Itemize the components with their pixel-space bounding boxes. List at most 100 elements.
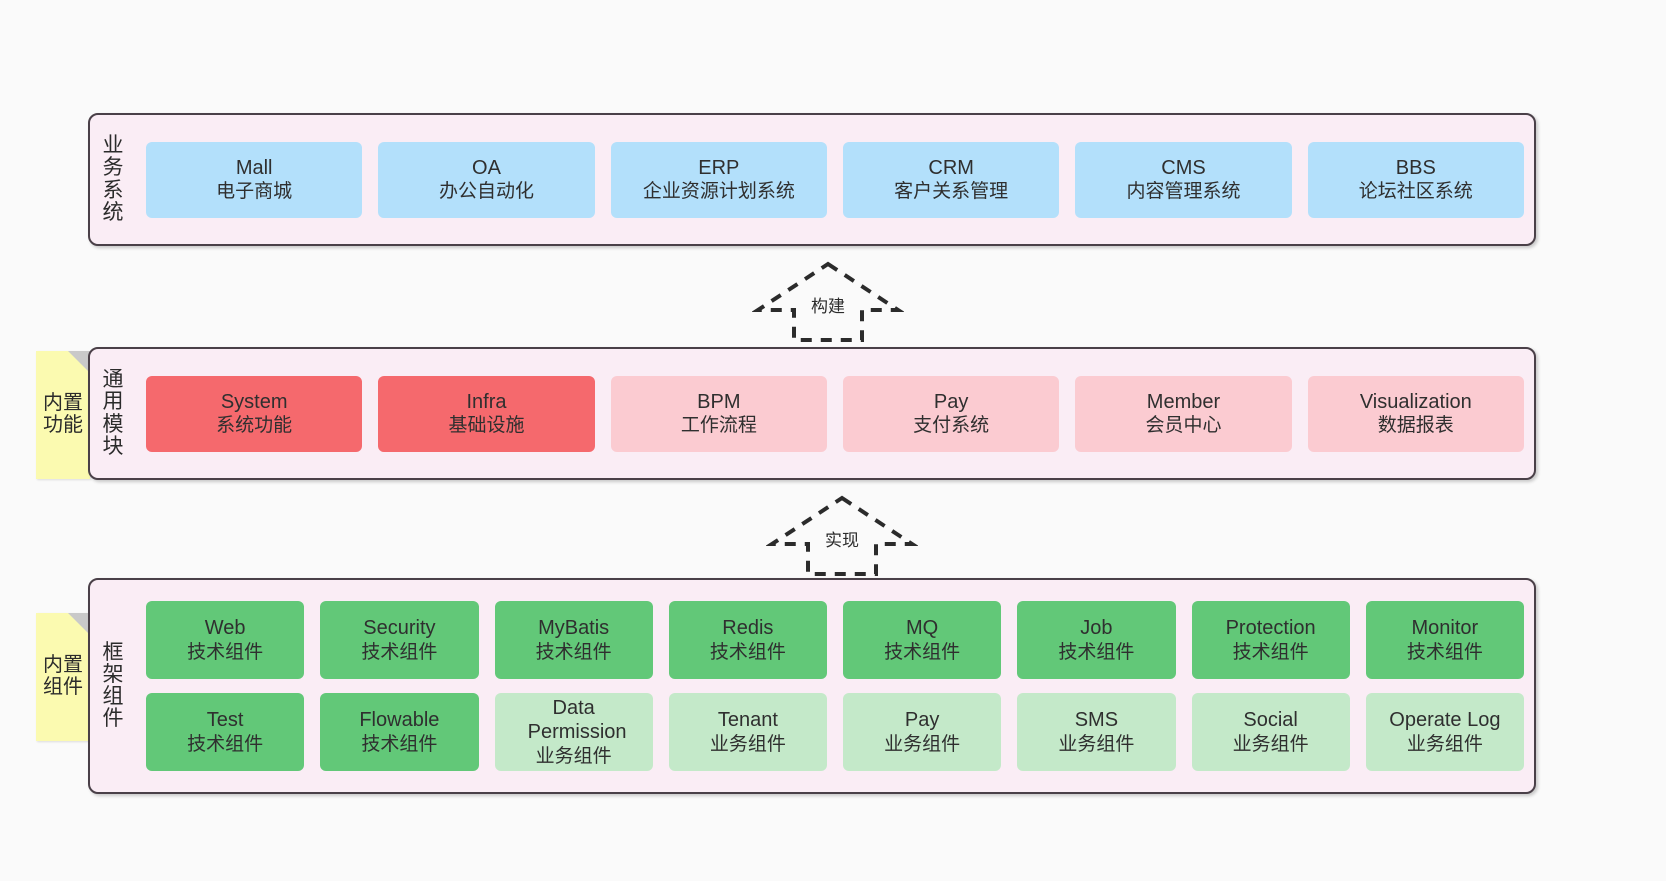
card-subtitle: 业务组件 bbox=[1406, 733, 1483, 755]
card-bpm[interactable]: BPM 工作流程 bbox=[610, 375, 827, 452]
card-row: System 系统功能 Infra 基础设施 BPM 工作流程 Pay 支付系统… bbox=[146, 375, 1524, 452]
card-title: CRM bbox=[928, 156, 974, 179]
card-subtitle: 内容管理系统 bbox=[1126, 181, 1241, 203]
card-title: MyBatis bbox=[538, 617, 610, 640]
layer-body-framework-component: Web 技术组件 Security 技术组件 MyBatis 技术组件 Redi… bbox=[136, 580, 1534, 792]
card-crm[interactable]: CRM 客户关系管理 bbox=[842, 141, 1060, 218]
card-title: MQ bbox=[906, 617, 939, 640]
card-title: System bbox=[220, 390, 288, 413]
card-subtitle: 业务组件 bbox=[709, 733, 786, 755]
card-pay-biz[interactable]: Pay 业务组件 bbox=[843, 693, 1002, 771]
card-subtitle: 技术组件 bbox=[1406, 641, 1483, 663]
card-subtitle: 系统功能 bbox=[216, 415, 293, 437]
card-flowable[interactable]: Flowable 技术组件 bbox=[320, 693, 479, 771]
card-title: Job bbox=[1080, 617, 1113, 640]
card-test[interactable]: Test 技术组件 bbox=[146, 693, 305, 771]
card-subtitle: 技术组件 bbox=[1232, 641, 1309, 663]
card-subtitle: 会员中心 bbox=[1145, 415, 1222, 437]
card-data-permission[interactable]: Data Permission 业务组件 bbox=[494, 693, 653, 771]
card-bbs[interactable]: BBS 论坛社区系统 bbox=[1307, 141, 1524, 218]
card-title: Pay bbox=[933, 390, 969, 413]
layer-label-business-system: 业务系统 bbox=[102, 134, 124, 224]
card-title: Data Permission bbox=[527, 697, 627, 744]
card-erp[interactable]: ERP 企业资源计划系统 bbox=[610, 141, 827, 218]
connector-implement-arrow bbox=[765, 492, 919, 580]
card-title: Redis bbox=[722, 617, 774, 640]
card-title: Protection bbox=[1225, 617, 1316, 640]
card-title: Tenant bbox=[717, 709, 778, 732]
card-subtitle: 数据报表 bbox=[1377, 415, 1454, 437]
card-mq[interactable]: MQ 技术组件 bbox=[843, 601, 1002, 679]
sticky-note-builtin-function[interactable]: 内置功能 bbox=[36, 351, 90, 479]
layer-panel-framework-component[interactable]: 框架组件 Web 技术组件 Security 技术组件 MyBatis 技术组件… bbox=[88, 578, 1536, 794]
card-security[interactable]: Security 技术组件 bbox=[320, 601, 479, 679]
card-sms[interactable]: SMS 业务组件 bbox=[1017, 693, 1176, 771]
card-subtitle: 技术组件 bbox=[187, 641, 264, 663]
card-subtitle: 技术组件 bbox=[361, 733, 438, 755]
card-system[interactable]: System 系统功能 bbox=[146, 375, 363, 452]
card-title: Pay bbox=[904, 709, 940, 732]
card-mybatis[interactable]: MyBatis 技术组件 bbox=[494, 601, 653, 679]
card-subtitle: 技术组件 bbox=[535, 641, 612, 663]
card-job[interactable]: Job 技术组件 bbox=[1017, 601, 1176, 679]
card-redis[interactable]: Redis 技术组件 bbox=[668, 601, 827, 679]
card-title: Monitor bbox=[1411, 617, 1479, 640]
card-row: Web 技术组件 Security 技术组件 MyBatis 技术组件 Redi… bbox=[146, 601, 1524, 679]
fold-corner-icon bbox=[68, 351, 90, 373]
card-social[interactable]: Social 业务组件 bbox=[1191, 693, 1350, 771]
card-tenant[interactable]: Tenant 业务组件 bbox=[668, 693, 827, 771]
layer-panel-common-module[interactable]: 通用模块 System 系统功能 Infra 基础设施 BPM 工作流程 Pay bbox=[88, 347, 1536, 480]
card-title: Security bbox=[363, 617, 436, 640]
connector-build-label: 构建 bbox=[811, 297, 845, 316]
card-pay[interactable]: Pay 支付系统 bbox=[842, 375, 1060, 452]
card-title: OA bbox=[472, 156, 501, 179]
card-web[interactable]: Web 技术组件 bbox=[146, 601, 305, 679]
card-protection[interactable]: Protection 技术组件 bbox=[1191, 601, 1350, 679]
connector-build-arrow bbox=[751, 258, 905, 346]
card-operate-log[interactable]: Operate Log 业务组件 bbox=[1365, 693, 1524, 771]
card-title: Member bbox=[1146, 390, 1221, 413]
card-title: Infra bbox=[466, 390, 507, 413]
sticky-note-builtin-component[interactable]: 内置组件 bbox=[36, 613, 90, 741]
card-visualization[interactable]: Visualization 数据报表 bbox=[1307, 375, 1524, 452]
card-cms[interactable]: CMS 内容管理系统 bbox=[1075, 141, 1292, 218]
card-subtitle: 业务组件 bbox=[1058, 733, 1135, 755]
card-row: Mall 电子商城 OA 办公自动化 ERP 企业资源计划系统 CRM 客户关系… bbox=[146, 141, 1524, 218]
card-subtitle: 工作流程 bbox=[680, 415, 757, 437]
card-subtitle: 技术组件 bbox=[187, 733, 264, 755]
card-subtitle: 论坛社区系统 bbox=[1358, 181, 1473, 203]
card-subtitle: 企业资源计划系统 bbox=[642, 181, 795, 203]
card-subtitle: 支付系统 bbox=[913, 415, 990, 437]
card-oa[interactable]: OA 办公自动化 bbox=[378, 141, 595, 218]
card-title: CMS bbox=[1161, 156, 1206, 179]
card-subtitle: 技术组件 bbox=[884, 641, 961, 663]
layer-panel-business-system[interactable]: 业务系统 Mall 电子商城 OA 办公自动化 ERP 企业资源计划系统 CRM bbox=[88, 113, 1536, 246]
card-title: ERP bbox=[698, 156, 740, 179]
card-monitor[interactable]: Monitor 技术组件 bbox=[1365, 601, 1524, 679]
card-infra[interactable]: Infra 基础设施 bbox=[378, 375, 595, 452]
card-title: Flowable bbox=[359, 709, 440, 732]
card-title: BPM bbox=[697, 390, 741, 413]
card-subtitle: 客户关系管理 bbox=[894, 181, 1009, 203]
card-subtitle: 业务组件 bbox=[535, 745, 612, 767]
fold-corner-icon bbox=[68, 613, 90, 635]
connector-implement-label: 实现 bbox=[825, 531, 859, 550]
card-subtitle: 基础设施 bbox=[448, 415, 525, 437]
layer-label-framework-component: 框架组件 bbox=[102, 640, 124, 731]
card-title: BBS bbox=[1395, 156, 1436, 179]
card-subtitle: 业务组件 bbox=[884, 733, 961, 755]
card-row: Test 技术组件 Flowable 技术组件 Data Permission … bbox=[146, 693, 1524, 771]
card-subtitle: 业务组件 bbox=[1232, 733, 1309, 755]
layer-body-common-module: System 系统功能 Infra 基础设施 BPM 工作流程 Pay 支付系统… bbox=[136, 349, 1534, 478]
card-subtitle: 技术组件 bbox=[709, 641, 786, 663]
card-title: Visualization bbox=[1359, 390, 1472, 413]
card-subtitle: 办公自动化 bbox=[438, 181, 534, 203]
card-mall[interactable]: Mall 电子商城 bbox=[146, 141, 363, 218]
card-title: Social bbox=[1243, 709, 1298, 732]
card-title: Operate Log bbox=[1389, 709, 1501, 732]
card-subtitle: 技术组件 bbox=[1058, 641, 1135, 663]
card-member[interactable]: Member 会员中心 bbox=[1075, 375, 1292, 452]
card-subtitle: 电子商城 bbox=[216, 181, 293, 203]
layer-label-common-module: 通用模块 bbox=[102, 368, 124, 458]
